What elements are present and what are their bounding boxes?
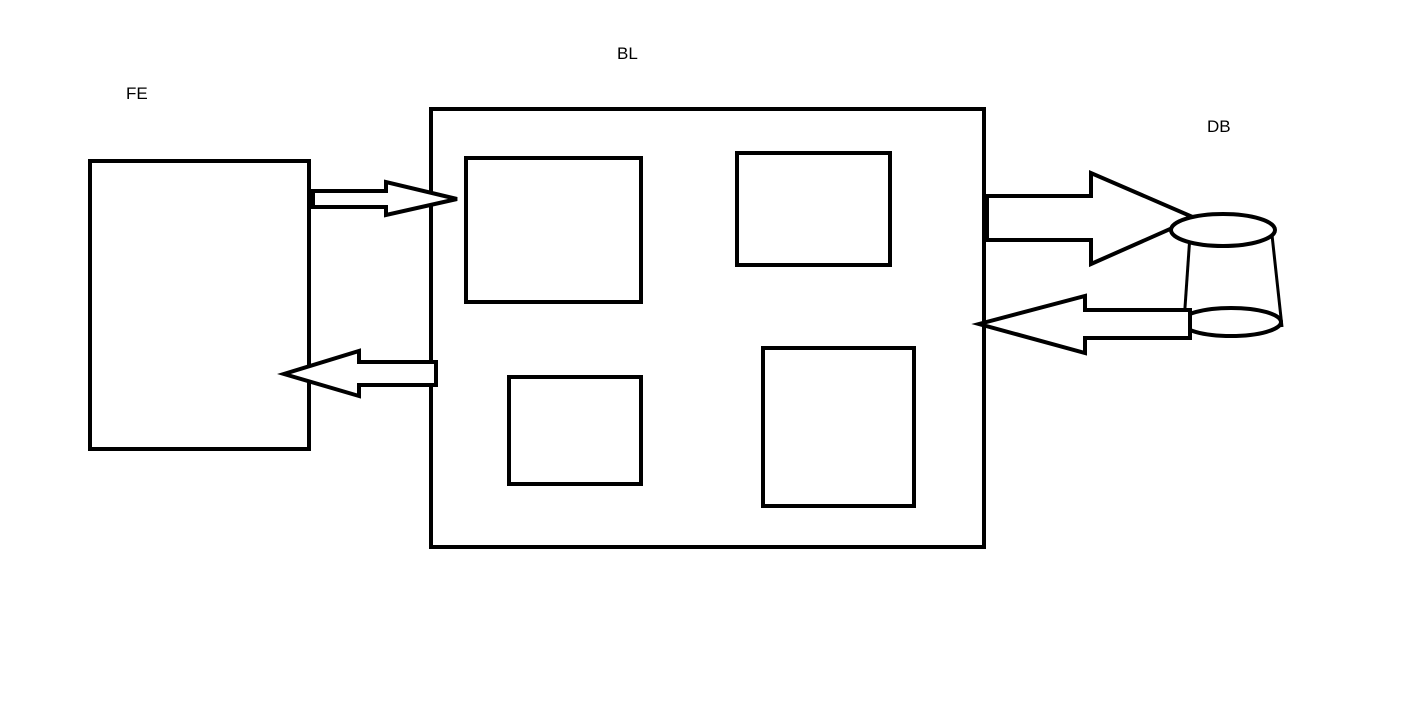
arrow-business-logic-to-database bbox=[985, 169, 1200, 268]
business-logic-component-top-right bbox=[735, 151, 892, 267]
arrow-frontend-to-business-logic bbox=[311, 179, 458, 218]
database-cylinder-icon bbox=[1169, 212, 1284, 338]
business-logic-label: BL bbox=[617, 44, 638, 63]
frontend-box bbox=[88, 159, 311, 451]
arrow-database-to-business-logic bbox=[971, 293, 1192, 356]
business-logic-component-top-left bbox=[464, 156, 643, 304]
database-label: DB bbox=[1207, 117, 1231, 136]
business-logic-component-bottom-left bbox=[507, 375, 643, 486]
arrow-business-logic-to-frontend bbox=[277, 348, 438, 399]
business-logic-container bbox=[429, 107, 986, 549]
business-logic-component-bottom-right bbox=[761, 346, 916, 508]
frontend-label: FE bbox=[126, 84, 148, 103]
